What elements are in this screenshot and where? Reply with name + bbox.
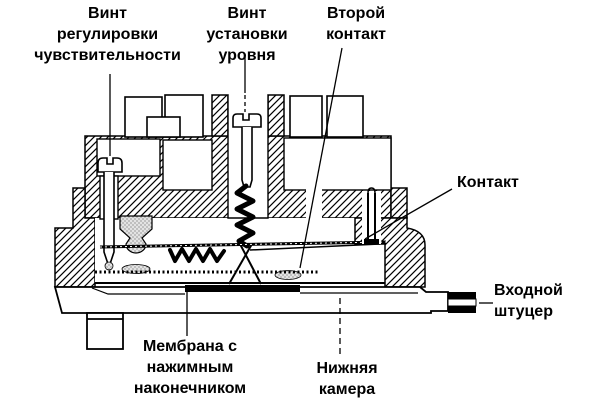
lower-chamber-band (185, 285, 300, 292)
sensitivity-screw (97, 157, 123, 270)
screw-tip-pad (104, 261, 114, 271)
diaphragm (95, 264, 318, 280)
terminal-blocks (124, 94, 364, 138)
label-contact: Контакт (457, 174, 519, 191)
pivot (228, 243, 262, 285)
contact-blade (249, 243, 381, 251)
level-spring (234, 183, 256, 249)
lower-spring (168, 247, 226, 263)
second-contact-pad (274, 270, 302, 280)
base-recess-line (91, 287, 418, 295)
inlet-fitting (447, 292, 477, 313)
label-second-contact: Второй контакт (326, 5, 386, 43)
contact-beam (99, 240, 387, 251)
label-inlet-fitting: Входной штуцер (494, 282, 563, 320)
level-screw (232, 113, 262, 188)
leader-second-contact (299, 47, 343, 269)
label-sensitivity-screw: Винт регулировки чувствительности (34, 5, 181, 64)
label-diaphragm: Мембрана с нажимным наконечником (133, 338, 247, 397)
label-lower-chamber: Нижняя камера (316, 360, 378, 398)
leader-contact (364, 188, 453, 240)
leader-lines (109, 47, 493, 357)
second-contact-terminal (362, 187, 381, 244)
insulator (119, 215, 153, 254)
label-level-screw: Винт установки уровня (206, 5, 288, 64)
mounting-foot (86, 312, 124, 350)
